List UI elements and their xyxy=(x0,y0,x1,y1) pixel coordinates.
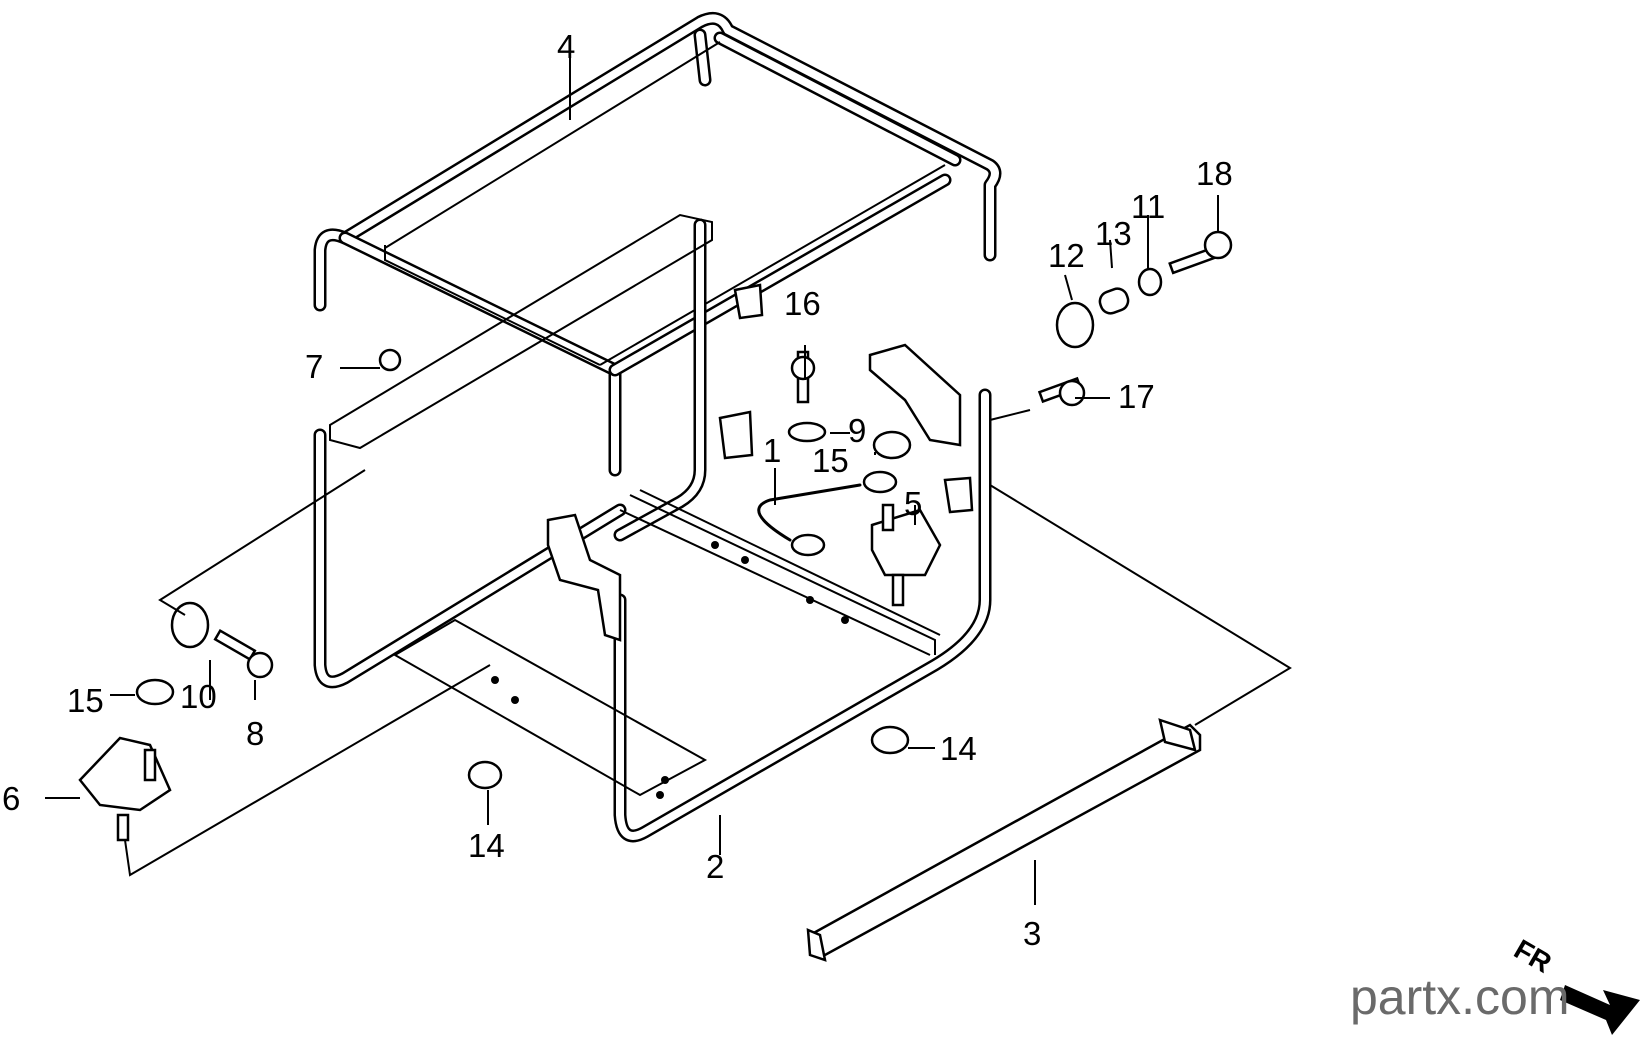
callout-15-middle: 15 xyxy=(812,442,849,479)
mount-part-6 xyxy=(78,736,172,842)
callout-11: 11 xyxy=(1131,188,1165,225)
callout-14-right: 14 xyxy=(940,730,977,767)
callout-5: 5 xyxy=(904,485,922,522)
mount-part-5 xyxy=(870,503,942,607)
callout-12: 12 xyxy=(1048,237,1085,274)
callout-labels: 1 2 3 4 5 6 7 8 9 10 11 12 13 14 14 15 1… xyxy=(2,28,1233,952)
callout-16: 16 xyxy=(784,285,821,322)
callout-7: 7 xyxy=(305,348,323,385)
front-arrow-icon xyxy=(1560,985,1640,1035)
callout-1: 1 xyxy=(763,432,781,469)
support-rail-part-3 xyxy=(806,718,1202,962)
upper-frame-part-4 xyxy=(313,11,1002,477)
callout-14-bottom: 14 xyxy=(468,827,505,864)
callout-13: 13 xyxy=(1095,215,1132,252)
ground-cable-part-1 xyxy=(757,470,898,557)
main-frame-part-2 xyxy=(313,213,992,843)
callout-6: 6 xyxy=(2,780,20,817)
callout-4: 4 xyxy=(557,28,575,65)
callout-9: 9 xyxy=(848,412,866,449)
callout-15-left: 15 xyxy=(67,682,104,719)
callout-8: 8 xyxy=(246,715,264,752)
callout-17: 17 xyxy=(1118,378,1155,415)
callout-3: 3 xyxy=(1023,915,1041,952)
callout-2: 2 xyxy=(706,848,724,885)
watermark-text: partx.com xyxy=(1350,969,1570,1025)
leader-lines xyxy=(45,55,1292,905)
callout-10: 10 xyxy=(180,678,217,715)
callout-18: 18 xyxy=(1196,155,1233,192)
